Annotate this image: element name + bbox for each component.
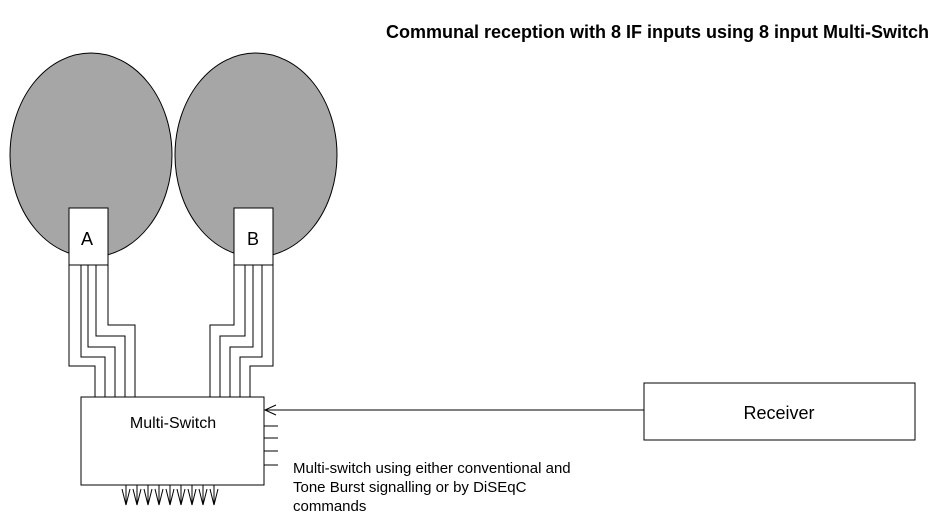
cable-b2 xyxy=(229,265,254,397)
output-ticks xyxy=(264,425,278,466)
multiswitch-box xyxy=(80,396,265,486)
note-line-3: commands xyxy=(293,498,366,515)
multiswitch-label: Multi-Switch xyxy=(130,415,216,432)
multiswitch: Multi-Switch xyxy=(80,396,265,486)
cable-a1 xyxy=(68,265,96,397)
lnb-b-box xyxy=(233,207,274,266)
receiver-box xyxy=(643,382,916,441)
receiver-connection-arrow xyxy=(263,404,644,416)
cable-a2 xyxy=(87,265,116,397)
lnb-b: B xyxy=(233,207,274,266)
diagram-title: Communal reception with 8 IF inputs usin… xyxy=(386,22,929,42)
cable-a3 xyxy=(107,265,136,397)
cables-lnb-a xyxy=(68,265,136,397)
lnb-a-label: A xyxy=(81,229,93,249)
note-line-1: Multi-switch using either conventional a… xyxy=(293,460,571,477)
cable-b1-inner xyxy=(219,265,246,397)
lnb-b-label: B xyxy=(247,229,259,249)
bottom-outputs xyxy=(121,485,219,506)
cable-b3 xyxy=(249,265,274,397)
cable-b1 xyxy=(209,265,235,397)
arrow-head xyxy=(263,404,277,416)
cable-a1-inner xyxy=(80,265,106,397)
cable-a2-inner xyxy=(95,265,126,397)
receiver-label: Receiver xyxy=(743,403,814,423)
receiver: Receiver xyxy=(643,382,916,441)
lnb-a: A xyxy=(68,207,109,266)
note: Multi-switch using either conventional a… xyxy=(293,460,571,515)
note-line-2: Tone Burst signalling or by DiSEqC xyxy=(293,479,527,496)
cable-b2-inner xyxy=(239,265,263,397)
cables-lnb-b xyxy=(209,265,274,397)
